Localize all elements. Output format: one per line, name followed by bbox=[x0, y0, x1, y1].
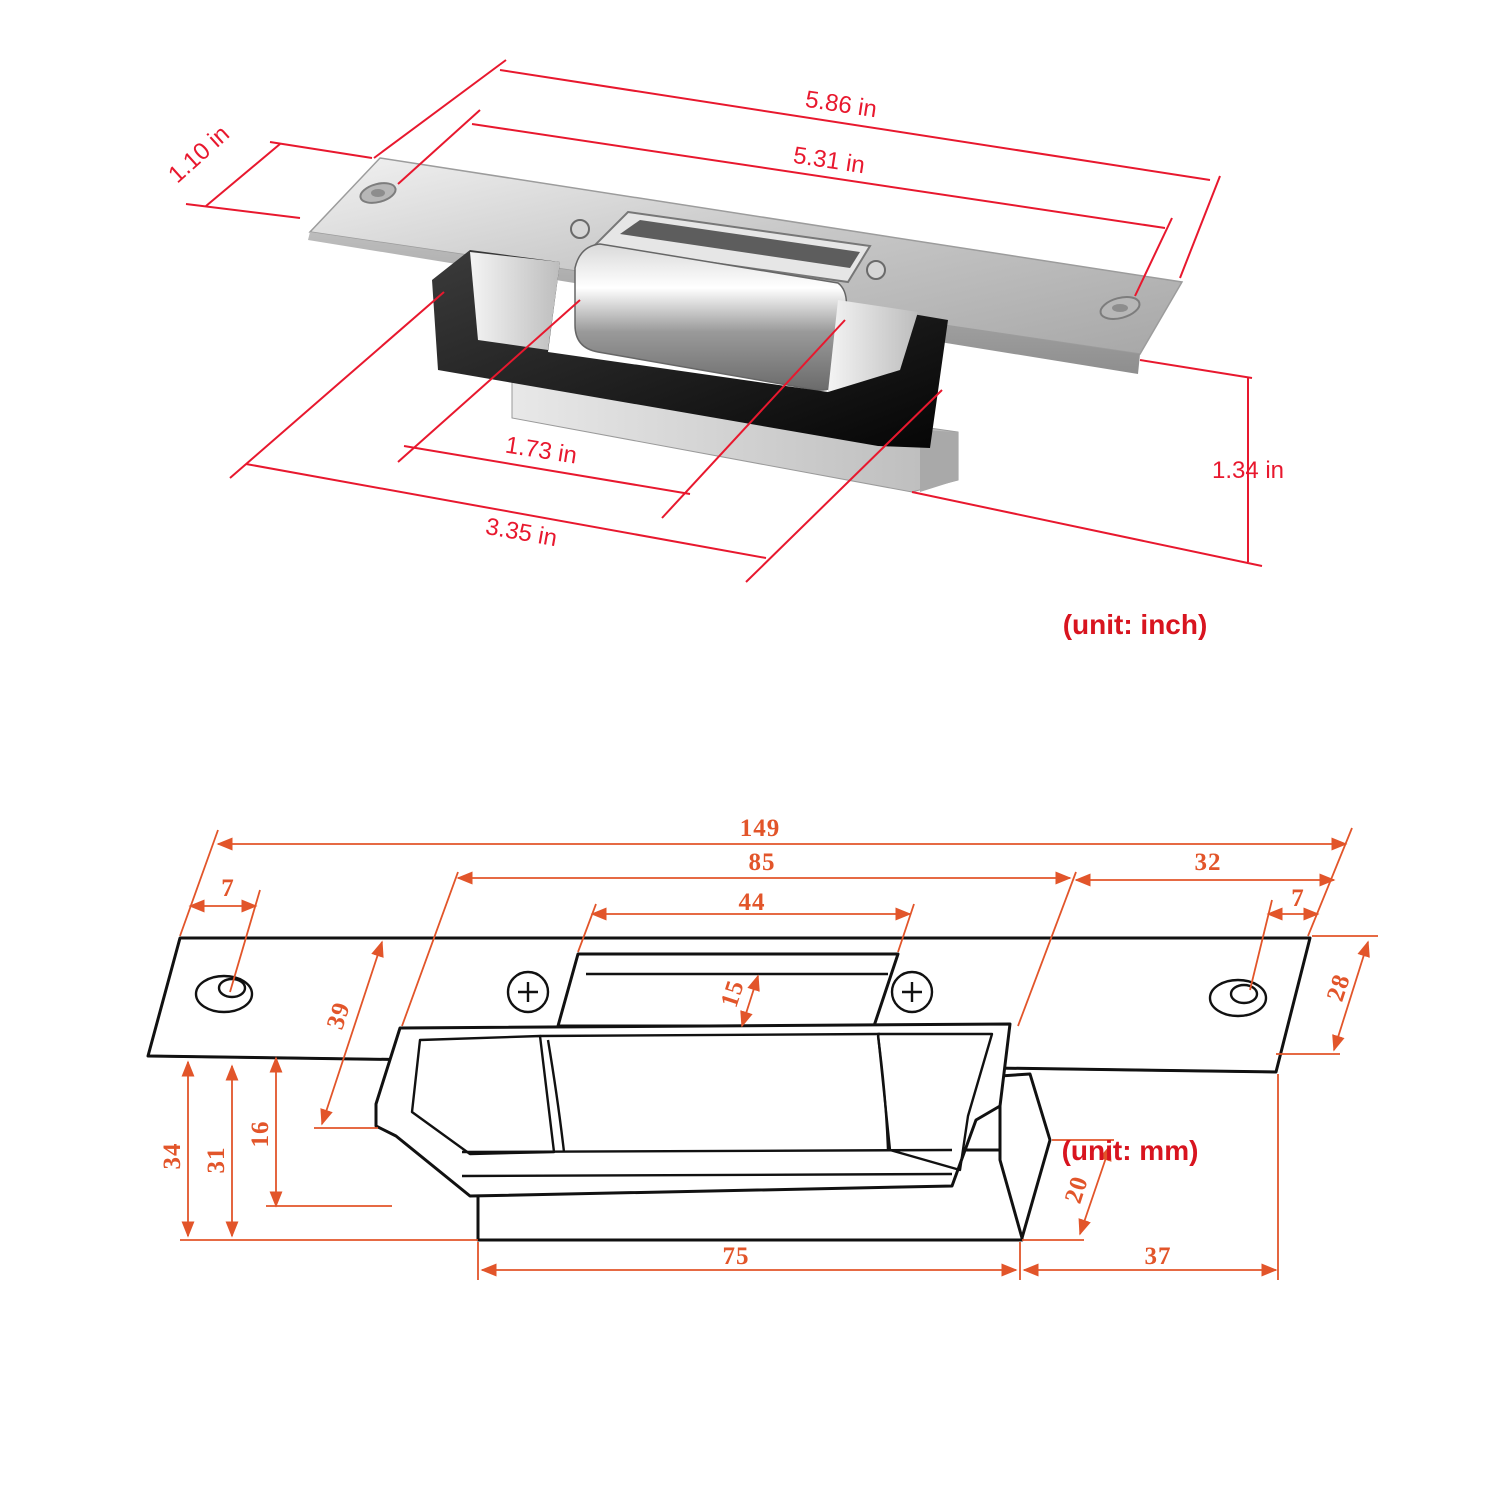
drawing-mount-hole-left-icon bbox=[194, 974, 254, 1014]
drawing-screw-left-icon bbox=[506, 970, 550, 1014]
mm-label-depth-31: 31 bbox=[203, 1147, 230, 1174]
mm-label-opening-length: 44 bbox=[739, 889, 766, 916]
mm-label-hole-right: 7 bbox=[1291, 885, 1305, 912]
drawing-dimension-lines bbox=[179, 827, 1378, 1280]
photo-strike-illustration bbox=[308, 157, 1184, 493]
mm-label-end-offset: 32 bbox=[1195, 849, 1222, 876]
bracket-lip-left bbox=[470, 252, 560, 350]
drawing-screw-right-icon bbox=[890, 970, 934, 1014]
photo-dimension-lines bbox=[185, 59, 1263, 583]
dim-label-overall-length: 5.86 in bbox=[803, 86, 878, 123]
mm-label-base-offset: 37 bbox=[1145, 1243, 1172, 1270]
mm-label-base-length: 75 bbox=[723, 1243, 750, 1270]
bracket-lip-right bbox=[828, 300, 918, 392]
drawing-mount-hole-right-icon bbox=[1208, 978, 1268, 1018]
mm-label-overall-length: 149 bbox=[740, 815, 781, 842]
screw-left-icon bbox=[570, 219, 590, 239]
keeper-opening-shadow bbox=[620, 220, 860, 268]
unit-note-mm: (unit: mm) bbox=[1062, 1135, 1199, 1166]
mount-hole-left-center bbox=[371, 189, 385, 197]
mm-label-body-length: 85 bbox=[749, 849, 776, 876]
mm-label-depth-34: 34 bbox=[159, 1143, 186, 1170]
screw-right-icon bbox=[866, 260, 886, 280]
mm-label-depth-20: 20 bbox=[1060, 1173, 1094, 1207]
unit-note-inch: (unit: inch) bbox=[1063, 609, 1208, 640]
dim-label-plate-width: 1.10 in bbox=[163, 120, 235, 188]
dim-label-body-depth: 1.34 in bbox=[1212, 457, 1284, 484]
latch-bracket bbox=[432, 250, 948, 448]
drawing-base-side bbox=[998, 1072, 1052, 1240]
mount-hole-right-center bbox=[1112, 304, 1128, 312]
drawing-latch-bracket bbox=[374, 1022, 1012, 1198]
mm-label-depth-16: 16 bbox=[247, 1121, 274, 1148]
line-drawing-strike bbox=[146, 936, 1312, 1242]
mm-label-hole-left: 7 bbox=[221, 875, 235, 902]
